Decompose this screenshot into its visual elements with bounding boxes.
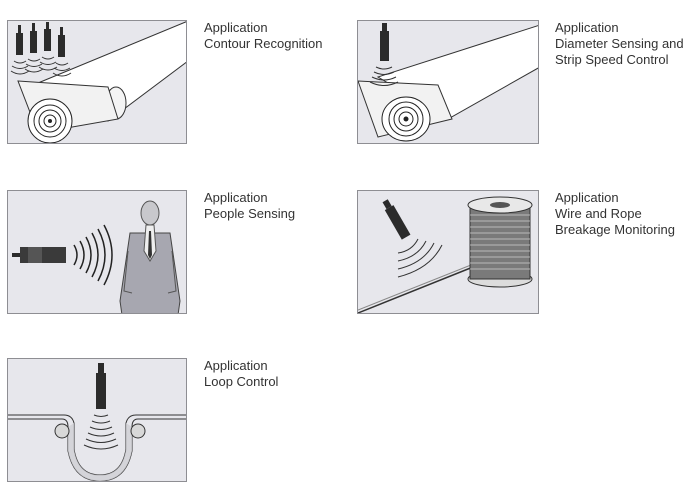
application-heading: Application (555, 20, 619, 35)
application-name: Contour Recognition (204, 36, 323, 51)
application-name: Wire and Rope (555, 206, 642, 221)
contour-recognition-illustration (7, 20, 187, 144)
application-name: Diameter Sensing and (555, 36, 684, 51)
application-heading: Application (204, 20, 268, 35)
application-name: Breakage Monitoring (555, 222, 675, 237)
application-name: Loop Control (204, 374, 279, 389)
loop-control-illustration (7, 358, 187, 482)
application-heading: Application (555, 190, 619, 205)
application-heading: Application (204, 358, 268, 373)
people-sensing-illustration (7, 190, 187, 314)
application-heading: Application (204, 190, 268, 205)
application-name: Strip Speed Control (555, 52, 669, 67)
application-name: People Sensing (204, 206, 296, 221)
diameter-sensing-illustration (357, 20, 539, 144)
wire-rope-illustration (357, 190, 539, 314)
